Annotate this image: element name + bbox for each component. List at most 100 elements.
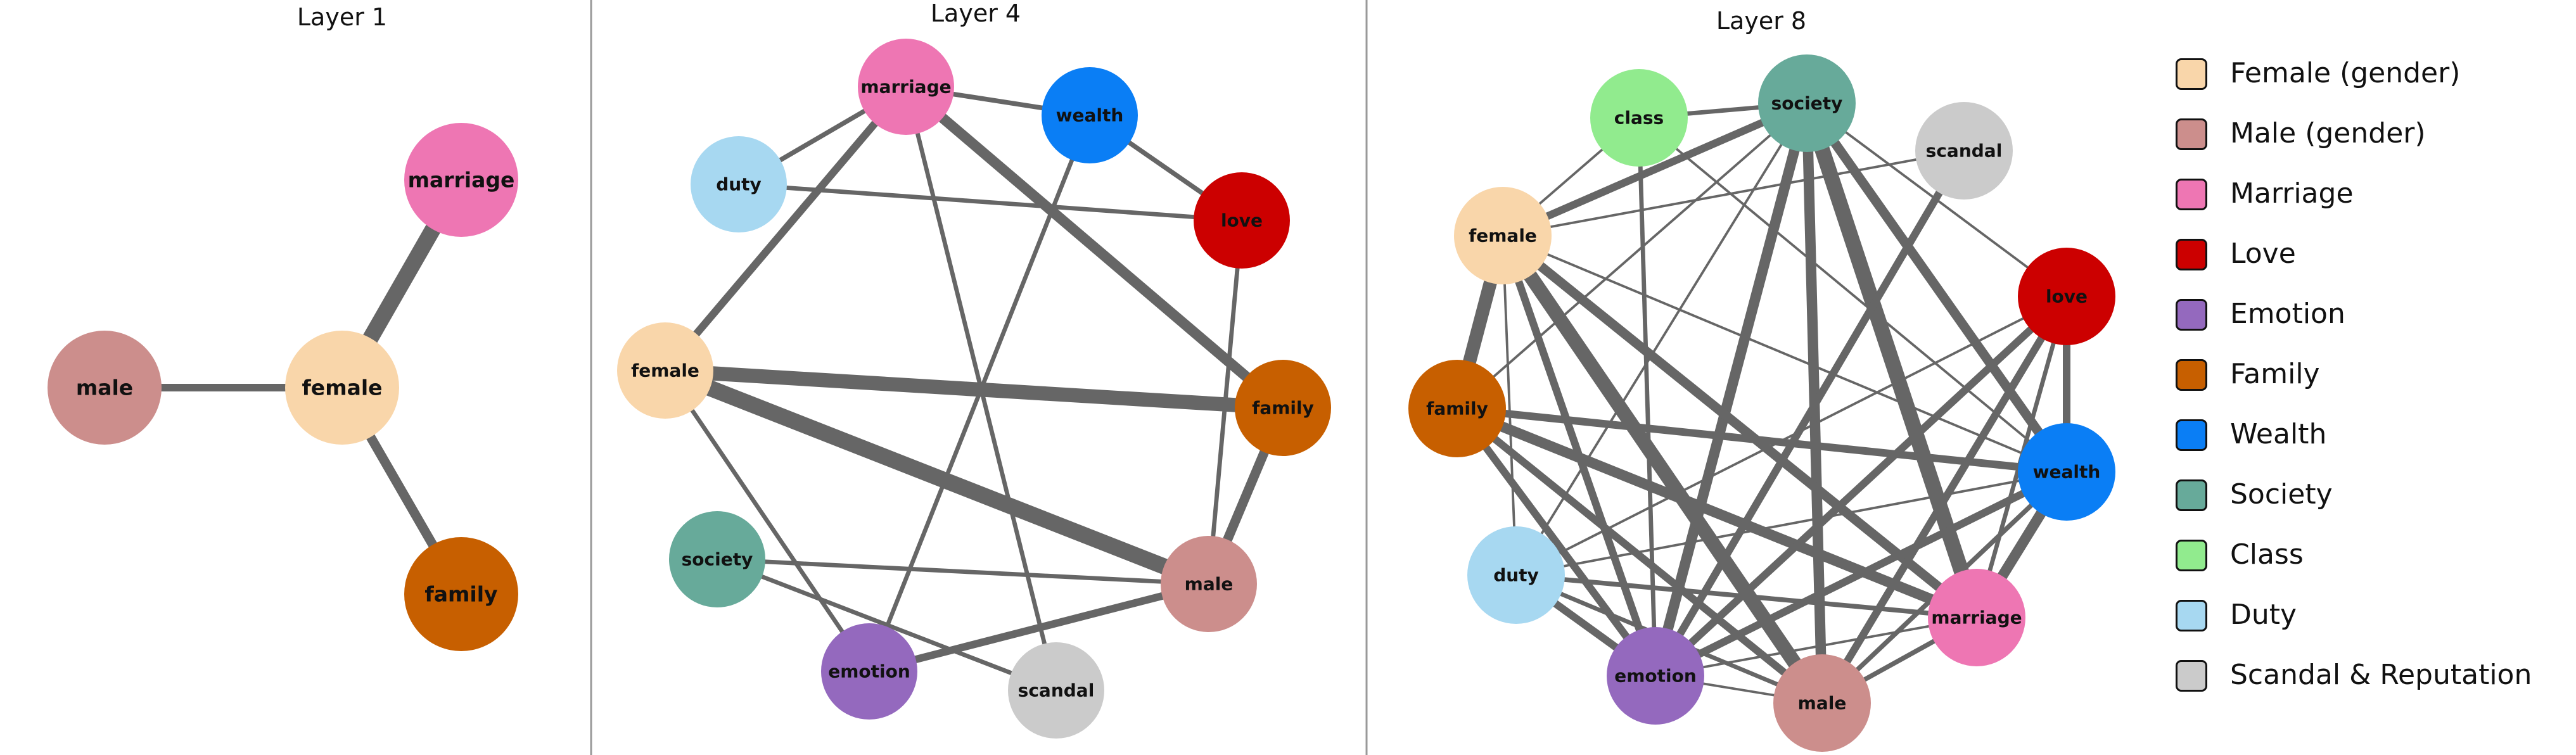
edge-male-emotion [868,580,1210,675]
node-scandal [1008,642,1104,739]
panel-layer-4: Layer 4 marriagewealthdutylovefemalefami… [617,0,1331,739]
node-label-society: society [682,549,753,570]
legend-item-wealth: Wealth [2167,413,2560,473]
legend-swatch-wealth [2176,419,2207,451]
edge-duty-love [738,182,1242,223]
legend-item-emotion: Emotion [2167,293,2560,353]
node-class [1590,69,1688,167]
node-scandal [1915,102,2013,200]
node-label-wealth: wealth [2033,462,2101,483]
legend-item-love: Love [2167,232,2560,293]
node-duty [1467,526,1565,624]
node-label-love: love [2046,286,2088,307]
node-label-female: female [631,360,699,381]
node-label-duty: duty [716,174,762,195]
legend-swatch-emotion [2176,299,2207,331]
node-female [285,331,399,445]
node-label-family: family [1252,398,1314,419]
node-marriage [1928,569,2025,666]
node-label-male: male [76,376,133,400]
legend-item-scandal: Scandal & Reputation [2167,654,2560,714]
legend-swatch-scandal [2176,660,2207,692]
edge-love-duty [1515,295,2067,576]
node-label-scandal: scandal [1018,680,1095,701]
panel-layer-8: Layer 8 classsocietyscandalfemalelovefam… [1408,7,2115,752]
node-family [1235,360,1331,456]
legend-label: Wealth [2230,418,2327,450]
edge-female-emotion [663,369,871,673]
node-family [404,537,518,651]
node-label-emotion: emotion [1614,666,1697,687]
node-label-wealth: wealth [1056,105,1124,126]
layer-8-nodes: classsocietyscandalfemalelovefamilywealt… [1408,54,2115,752]
edge-female-male [662,363,1212,592]
edge-female-wealth [1502,234,2067,473]
node-male [1773,654,1871,752]
edge-society-male [717,557,1209,587]
node-label-family: family [424,582,497,607]
legend-item-marriage: Marriage [2167,172,2560,232]
edge-wealth-emotion [1654,468,2069,680]
node-male [1161,536,1257,632]
layer-8-title: Layer 8 [1716,7,1806,35]
legend-label: Female (gender) [2230,57,2461,89]
node-female [617,322,713,419]
node-label-female: female [302,376,382,400]
edge-family-male [1455,405,1825,706]
legend-label: Male (gender) [2230,117,2426,149]
legend-label: Love [2230,238,2296,270]
legend-item-class: Class [2167,533,2560,593]
node-male [48,331,162,445]
node-wealth [2018,423,2115,521]
legend-item-female: Female (gender) [2167,52,2560,112]
edge-class-emotion [1636,117,1658,676]
legend-item-duty: Duty [2167,593,2560,654]
node-label-male: male [1798,693,1847,714]
legend-item-family: Family [2167,353,2560,413]
legend-label: Scandal & Reputation [2230,659,2532,691]
edge-society-female [1501,99,1809,239]
edge-family-emotion [1454,406,1659,678]
legend-item-society: Society [2167,473,2560,533]
node-wealth [1042,67,1138,163]
node-love [2018,248,2115,345]
legend-label: Emotion [2230,298,2345,330]
legend-label: Duty [2230,599,2297,631]
node-emotion [1607,627,1704,725]
edge-society-emotion [1650,101,1812,678]
edge-society-wealth [1802,100,2071,475]
edge-marriage-emotion [1655,616,1977,677]
node-emotion [821,623,917,720]
legend-label: Family [2230,358,2320,390]
edge-female-family [665,363,1284,416]
edge-duty-marriage [1515,573,1977,620]
node-label-male: male [1185,574,1234,595]
legend-swatch-class [2176,540,2207,571]
edge-love-emotion [1652,293,2070,679]
layer-4-nodes: marriagewealthdutylovefemalefamilysociet… [617,39,1331,739]
legend-label: Class [2230,538,2304,571]
node-label-marriage: marriage [1931,607,2022,628]
legend-swatch-male [2176,118,2207,150]
edge-scandal-female [1502,149,1965,237]
node-label-duty: duty [1493,565,1539,586]
edge-marriage-female [662,84,909,373]
edge-marriage-family [902,82,1287,412]
node-label-emotion: emotion [828,661,910,682]
node-label-love: love [1221,210,1263,231]
legend-item-male: Male (gender) [2167,112,2560,172]
edge-love-male [1206,220,1244,585]
edge-society-scandal [716,557,1057,693]
edge-society-duty [1515,103,1808,576]
legend-swatch-marriage [2176,179,2207,210]
edge-female-male [1496,231,1828,707]
node-label-class: class [1614,108,1664,129]
node-marriage [858,39,954,135]
legend-swatch-society [2176,479,2207,511]
legend: Female (gender) Male (gender) Marriage L… [2167,52,2560,714]
legend-swatch-duty [2176,600,2207,631]
node-society [669,511,765,607]
